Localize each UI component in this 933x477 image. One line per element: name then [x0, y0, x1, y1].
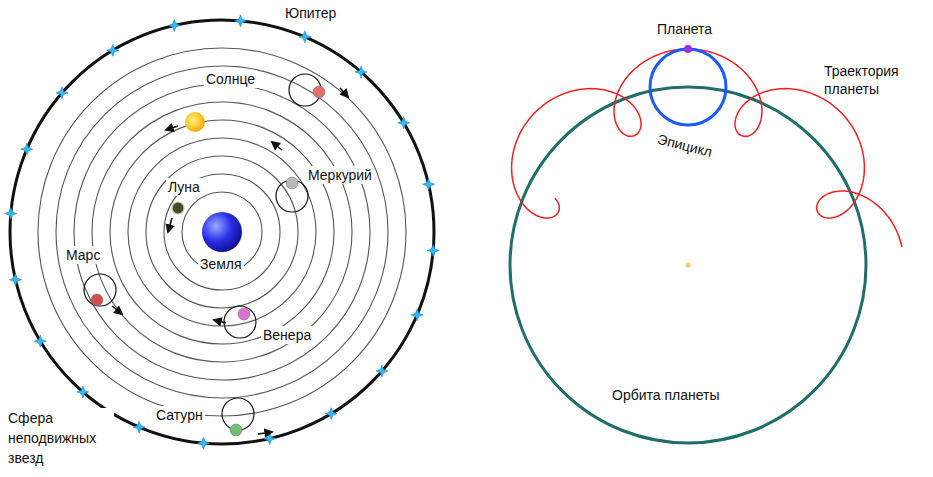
epicycle-circle — [650, 49, 726, 125]
sun-disc — [185, 112, 205, 132]
fixed-star-sphere — [10, 20, 434, 444]
star-symbol — [77, 386, 89, 398]
earth-sphere — [202, 212, 242, 252]
orbit-circle — [164, 174, 280, 290]
planet-label: Сатурн — [154, 406, 205, 424]
planet-dot — [91, 294, 103, 306]
planet-label: Венера — [261, 326, 313, 344]
planet-label: Марс — [64, 246, 102, 264]
planet-dot — [313, 86, 325, 98]
star-symbol — [168, 19, 180, 31]
star-symbol — [427, 244, 439, 256]
orbit-circle — [182, 192, 262, 272]
planet-dot — [238, 308, 250, 320]
star-symbol — [376, 365, 388, 377]
star-symbol — [423, 178, 435, 190]
star-symbol — [355, 66, 367, 78]
star-symbol — [107, 44, 119, 56]
star-symbol — [198, 437, 210, 449]
star-symbol — [56, 87, 68, 99]
orbit-circle — [74, 84, 370, 380]
planet-label: Юпитер — [283, 4, 338, 22]
planet-dot — [684, 45, 692, 53]
trajectory-label: Траектория планеты — [822, 62, 922, 98]
orbit-circle — [92, 102, 352, 362]
moon-disc — [172, 202, 184, 214]
orbit-circle — [56, 66, 388, 398]
planet-orbit — [510, 87, 866, 443]
star-symbol — [234, 15, 246, 27]
planet-label: Планета — [657, 20, 712, 38]
motion-arrow — [340, 88, 348, 97]
earth-label: Земля — [198, 255, 244, 273]
planet-dot — [230, 424, 242, 436]
star-symbol — [299, 31, 311, 43]
sun-label: Солнце — [204, 70, 257, 88]
star-symbol — [264, 433, 276, 445]
orbit-circle — [128, 138, 316, 326]
planet-dot — [286, 177, 298, 189]
moon-label: Луна — [166, 178, 202, 196]
motion-arrow — [168, 218, 172, 232]
star-symbol — [411, 309, 423, 321]
sphere-label: Сфера неподвижных звезд — [6, 408, 114, 468]
orbit-center — [686, 263, 691, 268]
epicycle-circle — [84, 274, 116, 306]
epicycle-label: Эпицикл — [656, 130, 714, 161]
orbit-circle — [38, 48, 406, 416]
planet-label: Меркурий — [306, 166, 374, 184]
motion-arrow — [112, 306, 122, 314]
orbit-label: Орбита планеты — [612, 386, 720, 404]
star-symbol — [398, 117, 410, 129]
epicycle-circle — [224, 306, 256, 338]
star-symbol — [5, 208, 17, 220]
star-symbol — [325, 408, 337, 420]
star-symbol — [34, 335, 46, 347]
motion-arrow — [272, 142, 282, 150]
orbit-circle — [110, 120, 334, 344]
motion-arrow — [214, 320, 226, 323]
star-symbol — [21, 143, 33, 155]
orbit-circle — [146, 156, 298, 308]
star-symbol — [133, 421, 145, 433]
motion-arrow — [166, 126, 178, 130]
star-symbol — [9, 274, 21, 286]
motion-arrow — [258, 432, 272, 434]
